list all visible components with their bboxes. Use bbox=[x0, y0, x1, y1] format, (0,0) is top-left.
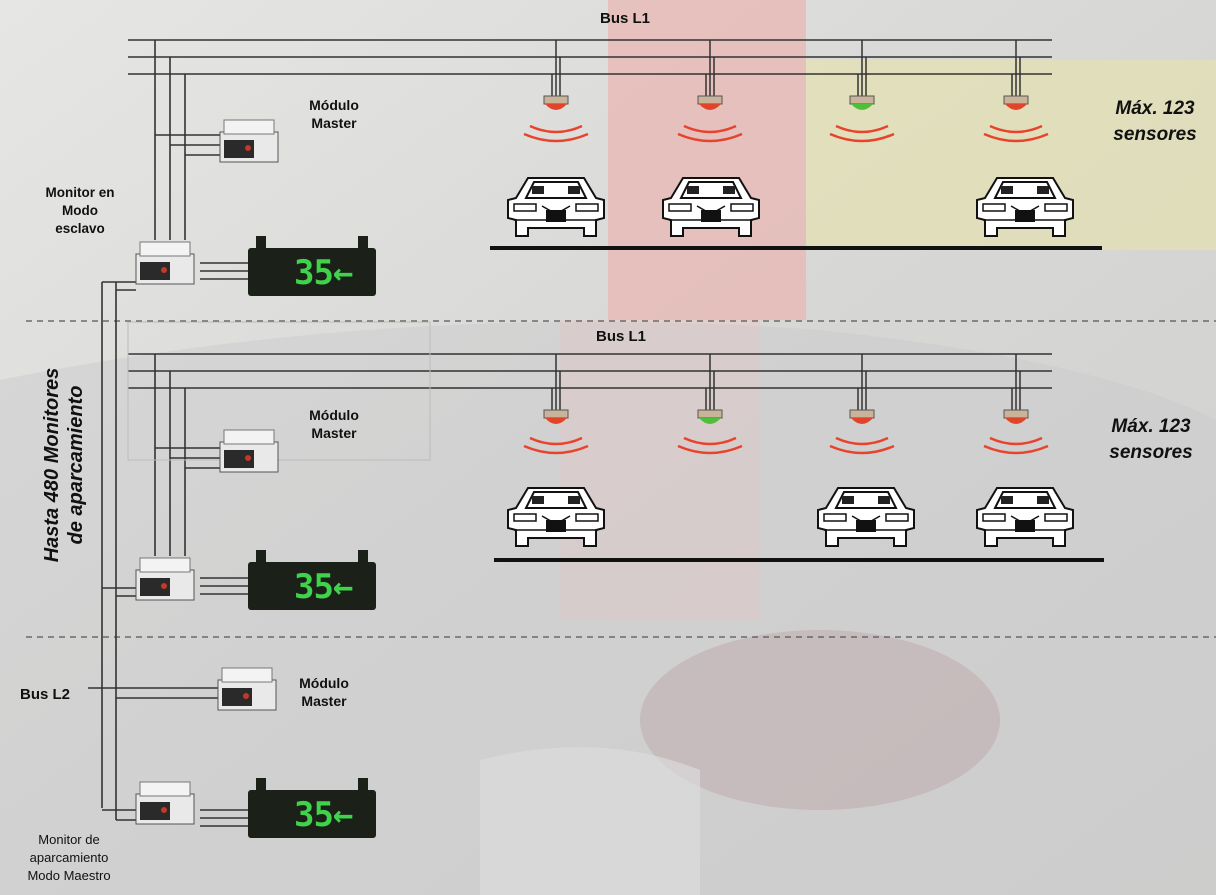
monitor-controller-icon bbox=[135, 241, 195, 285]
bus-l1-label-top: Bus L1 bbox=[600, 10, 651, 27]
sensor-icon bbox=[849, 354, 875, 424]
sensor-icon bbox=[697, 354, 723, 424]
bus-l1-label-mid: Bus L1 bbox=[596, 328, 647, 345]
display-value: 35 bbox=[294, 795, 334, 835]
signal-waves bbox=[982, 124, 1050, 143]
arrow-left-icon: ← bbox=[332, 795, 354, 835]
led-display-2: 35← bbox=[248, 550, 376, 610]
signal-waves bbox=[676, 124, 744, 143]
sensor-icon bbox=[1003, 40, 1029, 110]
signal-waves bbox=[828, 124, 896, 143]
car-icon bbox=[976, 177, 1074, 237]
sensor-icon bbox=[849, 40, 875, 110]
car-icon bbox=[507, 177, 605, 237]
led-display-3: 35← bbox=[248, 778, 376, 838]
signal-waves bbox=[676, 436, 744, 455]
monitor-controller-icon bbox=[135, 557, 195, 601]
bus-l2-label: Bus L2 bbox=[20, 686, 71, 703]
car-icon bbox=[976, 487, 1074, 547]
sensor-icon bbox=[543, 40, 569, 110]
arrow-left-icon: ← bbox=[332, 567, 354, 607]
display-value: 35 bbox=[294, 567, 334, 607]
signal-waves bbox=[982, 436, 1050, 455]
signal-waves bbox=[522, 436, 590, 455]
display-value: 35 bbox=[294, 253, 334, 293]
sensor-icon bbox=[1003, 354, 1029, 424]
led-display-1: 35← bbox=[248, 236, 376, 296]
module-device-icon bbox=[217, 667, 277, 711]
car-icon bbox=[662, 177, 760, 237]
module-device-icon bbox=[219, 429, 279, 473]
monitor-controller-icon bbox=[135, 781, 195, 825]
signal-waves bbox=[828, 436, 896, 455]
arrow-left-icon: ← bbox=[332, 253, 354, 293]
sensor-icon bbox=[543, 354, 569, 424]
car-icon bbox=[817, 487, 915, 547]
signal-waves bbox=[522, 124, 590, 143]
module-device-icon bbox=[219, 119, 279, 163]
sensor-icon bbox=[697, 40, 723, 110]
car-icon bbox=[507, 487, 605, 547]
